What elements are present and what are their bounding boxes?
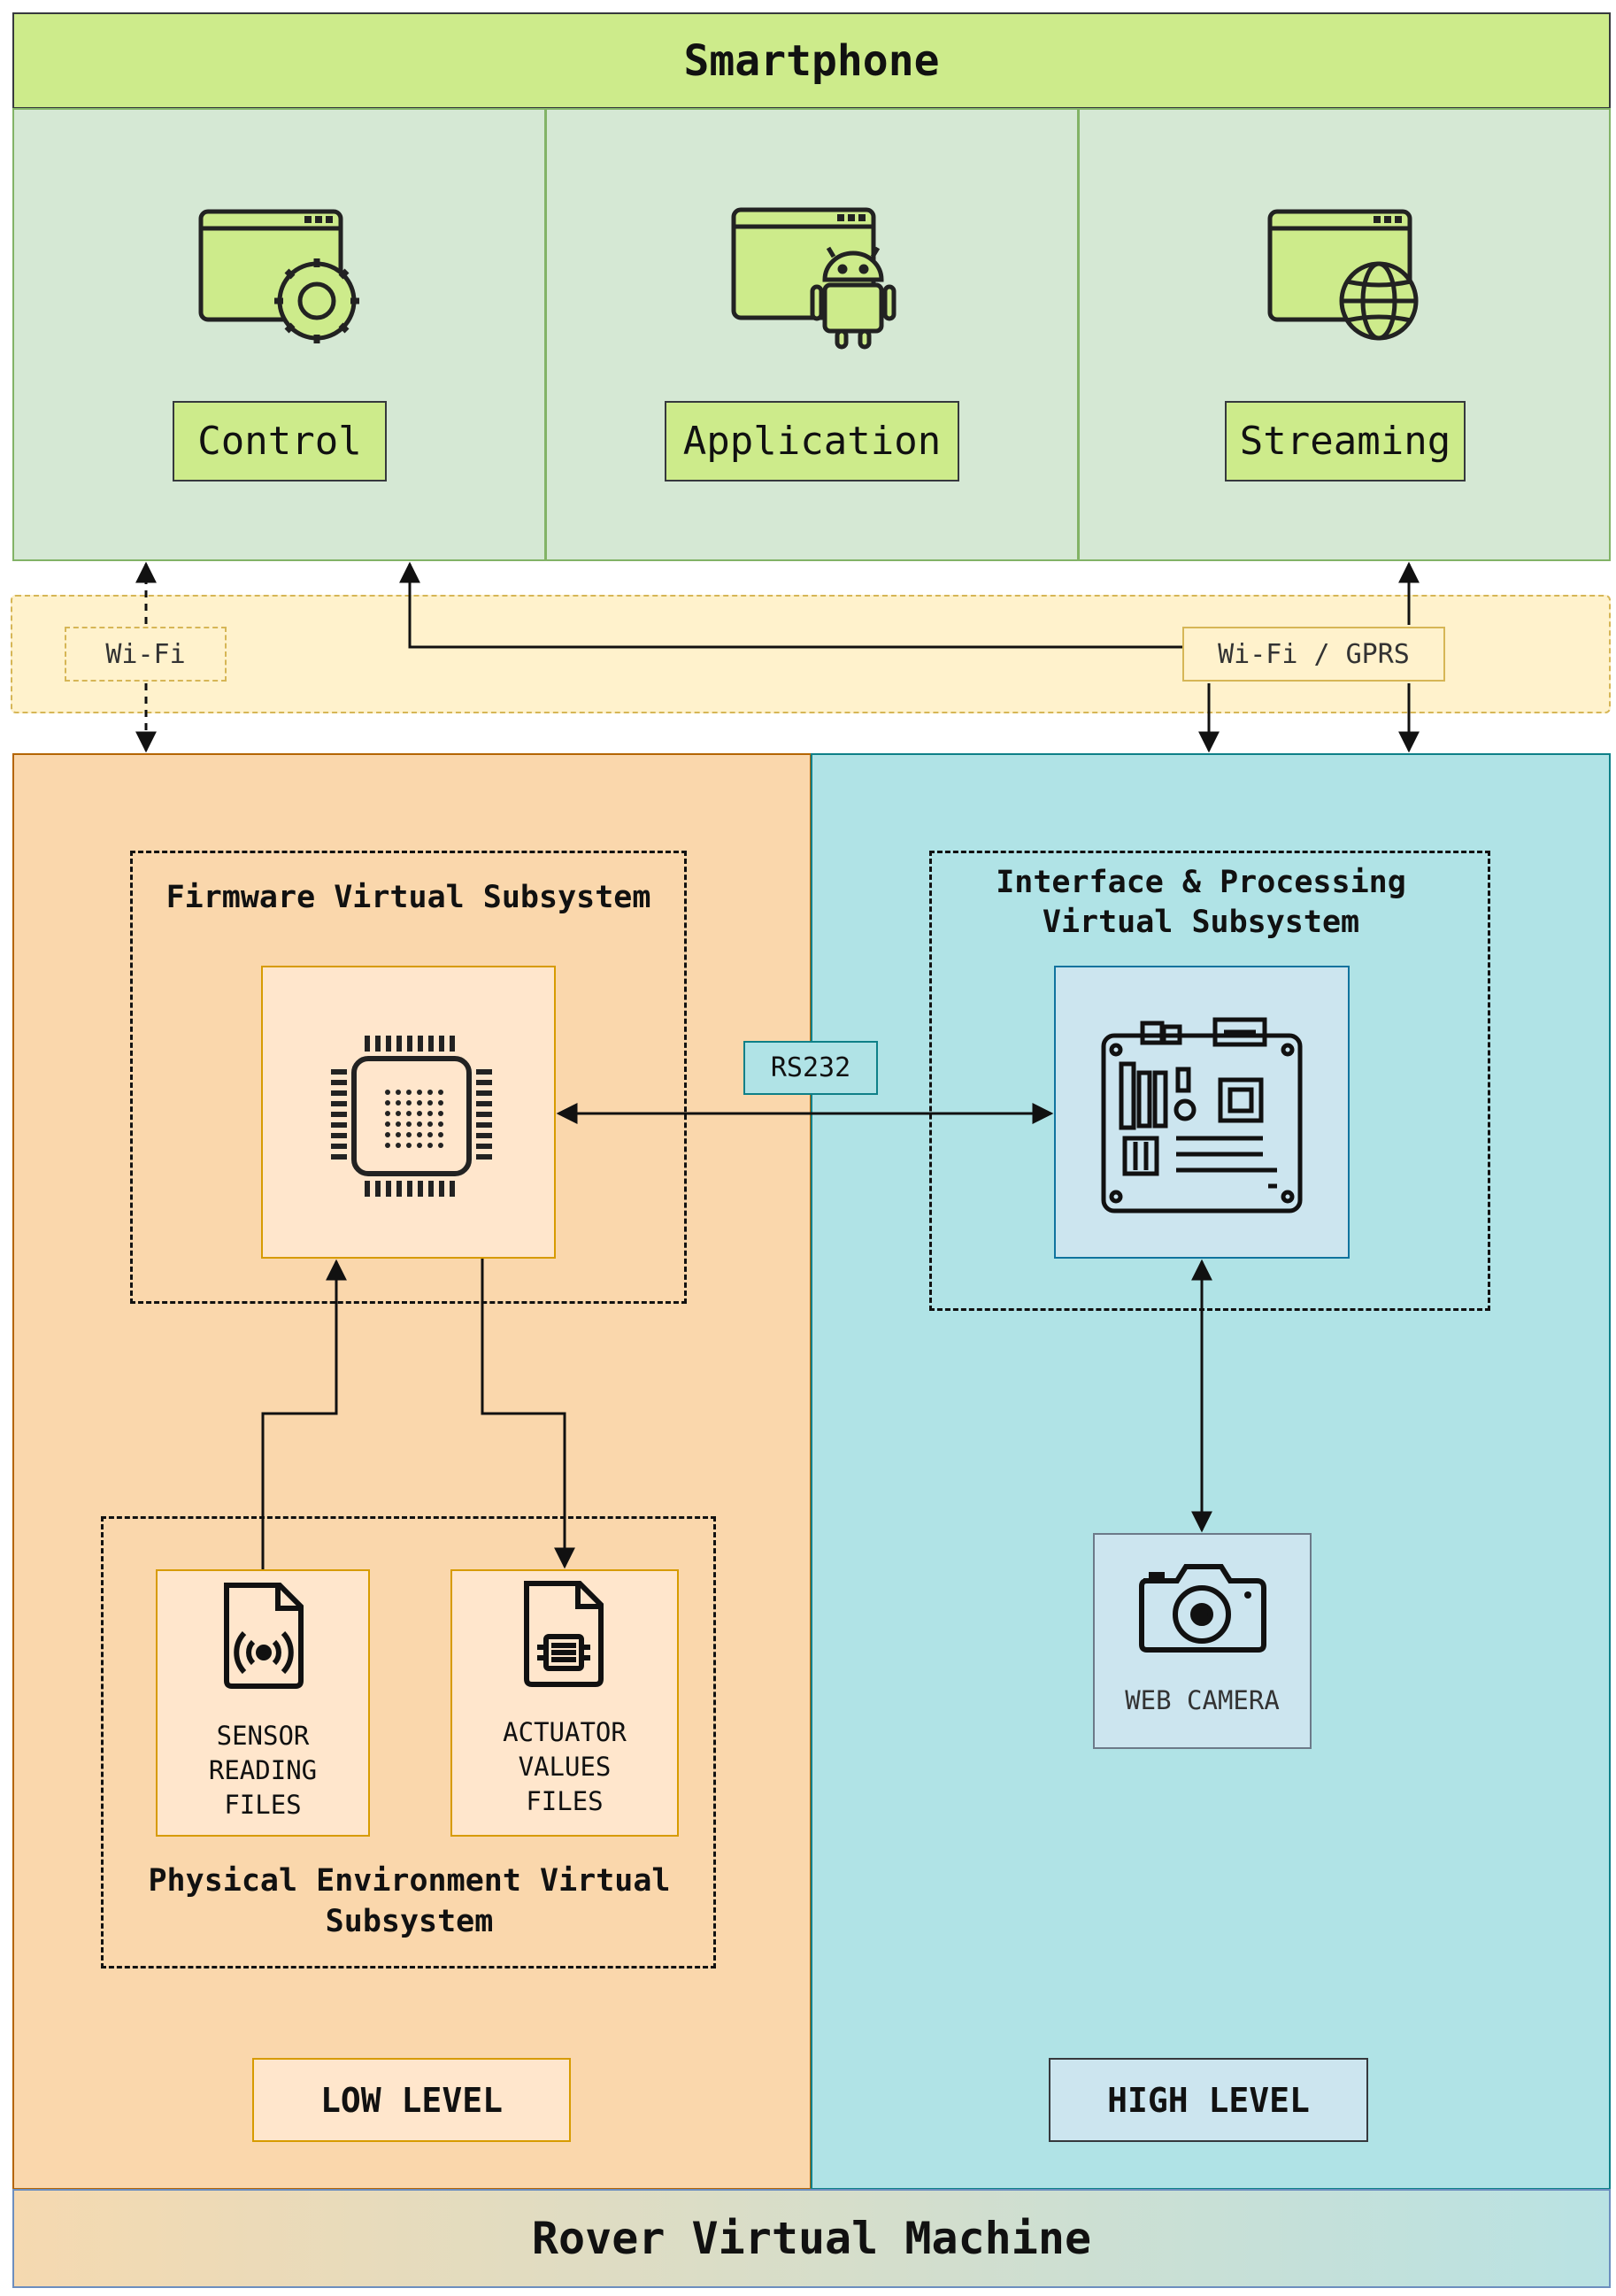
low-level-badge: LOW LEVEL [252,2058,571,2142]
physical-environment-title: Physical Environment Virtual Subsystem [148,1863,671,1939]
actuator-files-box [450,1569,679,1837]
microcontroller-chip-icon [331,1036,492,1197]
control-label-box: Control [173,401,387,482]
smartphone-title: Smartphone [683,35,940,86]
wifi-gprs-label-box: Wi-Fi / GPRS [1182,627,1445,682]
window-gear-icon [198,209,359,343]
rs232-label: RS232 [770,1052,851,1083]
control-label: Control [197,419,362,464]
sensor-files-box [156,1569,370,1837]
interface-title: Interface & Processing Virtual Subsystem [996,865,1406,940]
high-level-badge: HIGH LEVEL [1049,2058,1368,2142]
motherboard-icon [1101,1017,1303,1213]
rs232-label-box: RS232 [743,1041,878,1095]
window-globe-icon [1267,209,1419,341]
firmware-title: Firmware Virtual Subsystem [165,880,651,915]
smartphone-header: Smartphone [12,12,1611,109]
application-label: Application [682,419,942,464]
sensor-files-label: SENSOR READING FILES [208,1720,318,1820]
wifi-label: Wi-Fi [105,638,186,670]
camera-icon [1139,1564,1266,1653]
smartphone-module-control [12,108,546,561]
window-android-icon [731,207,896,350]
streaming-label-box: Streaming [1225,401,1466,482]
web-camera-label: WEB CAMERA [1125,1685,1280,1715]
sensor-to-firmware-arrow [261,1259,347,1569]
physical-environment-subsystem [101,1516,716,1969]
actuator-file-icon [524,1581,604,1687]
rover-footer-title: Rover Virtual Machine [531,2213,1092,2264]
actuator-files-label: ACTUATOR VALUES FILES [503,1716,627,1816]
rover-footer: Rover Virtual Machine [12,2189,1611,2288]
sensor-file-icon [224,1583,304,1689]
application-label-box: Application [665,401,959,482]
smartphone-module-application [545,108,1079,561]
firmware-subsystem [130,851,687,1304]
streaming-label: Streaming [1239,419,1451,464]
smartphone-module-streaming [1078,108,1611,561]
wifi-label-box: Wi-Fi [65,627,227,682]
wifi-gprs-label: Wi-Fi / GPRS [1218,638,1410,670]
firmware-to-actuator-arrow [481,1259,575,1569]
gprs-to-application-arrow [399,561,1182,649]
